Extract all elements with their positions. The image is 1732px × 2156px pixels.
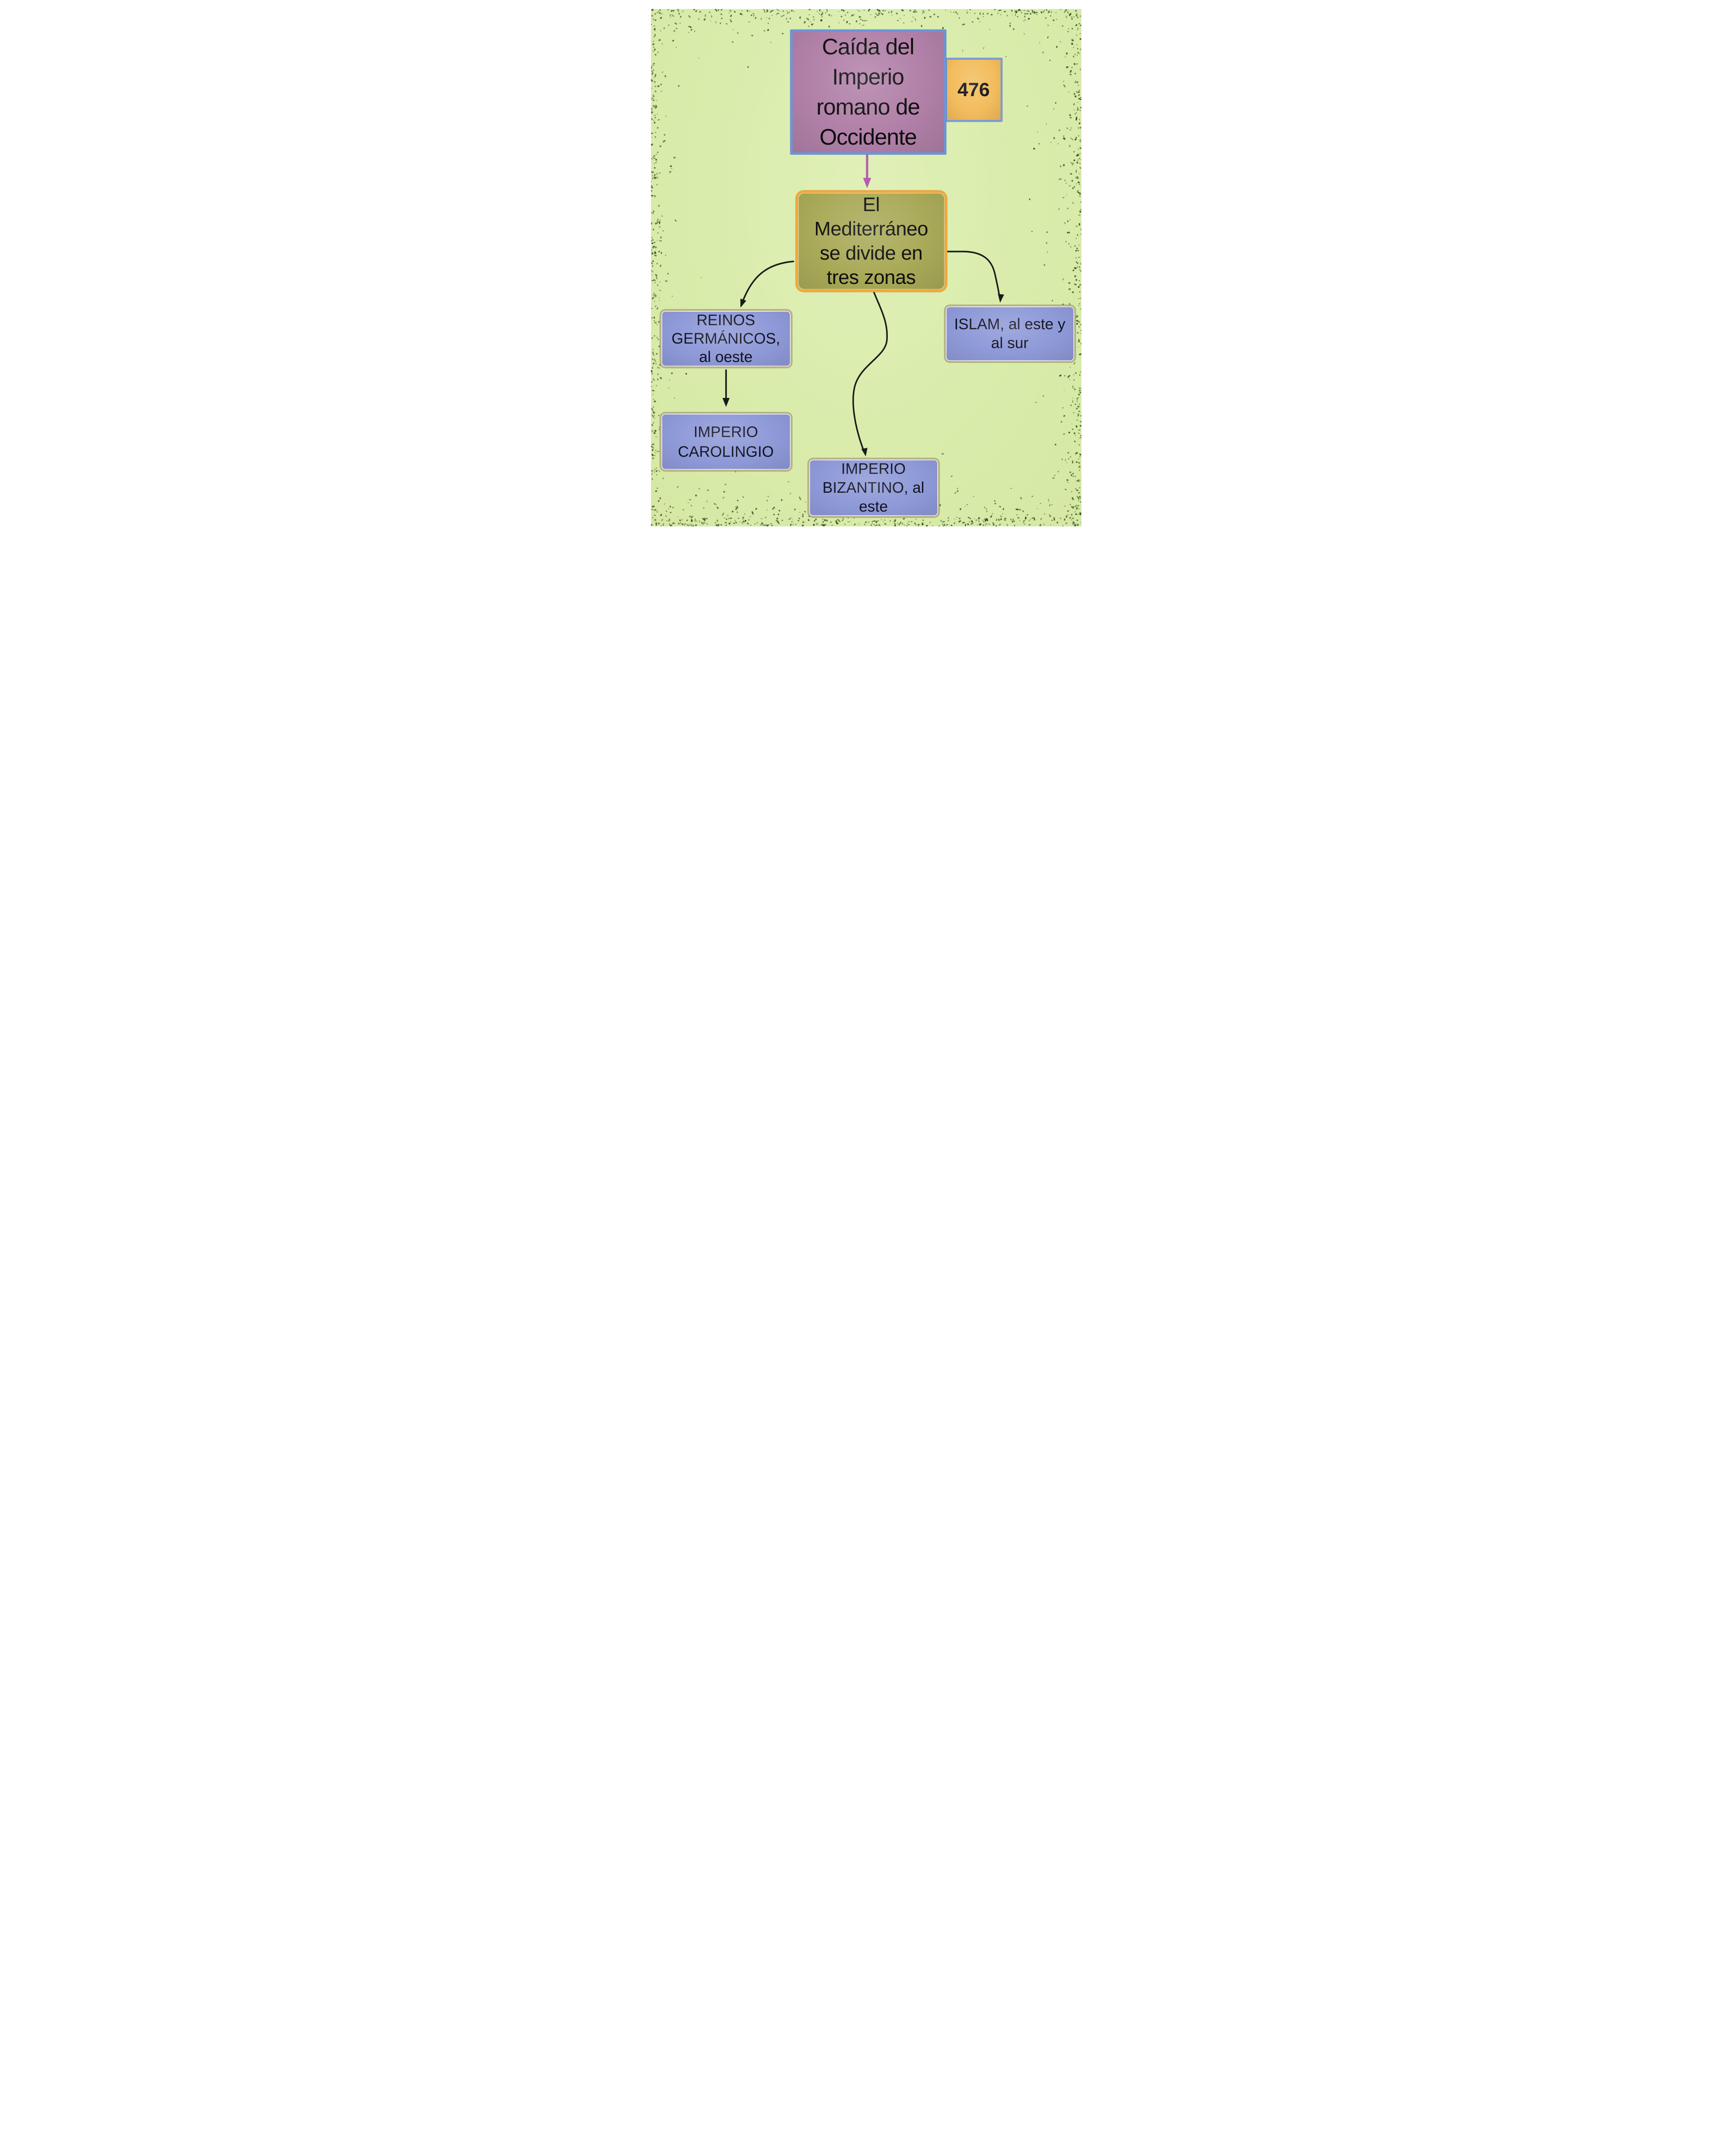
node-text-line: CAROLINGIO [678, 443, 774, 460]
node-reinos-germanicos[interactable]: REINOS GERMÁNICOS, al oeste [660, 309, 792, 368]
node-text-line: IMPERIO [841, 460, 906, 477]
node-text-line: Imperio [832, 64, 904, 89]
node-text-line: ISLAM, al este y [954, 316, 1066, 333]
node-text-line: GERMÁNICOS, [671, 330, 780, 347]
node-text-line: Caída del [822, 34, 914, 59]
node-text-line: tres zonas [827, 266, 916, 288]
node-text-line: este [859, 498, 888, 515]
node-text-line: al oeste [699, 348, 753, 366]
node-text-line: romano de [816, 94, 920, 119]
node-mediterraneo-tres-zonas[interactable]: El Mediterráneo se divide en tres zonas [795, 190, 947, 292]
node-text-line: 476 [957, 79, 990, 101]
node-text-line: BIZANTINO, al [822, 479, 925, 496]
node-text-line: Mediterráneo [814, 218, 928, 240]
node-caida-imperio-romano[interactable]: Caída del Imperio romano de Occidente [790, 30, 946, 155]
node-year-476[interactable]: 476 [945, 58, 1002, 122]
node-imperio-bizantino[interactable]: IMPERIO BIZANTINO, al este [807, 458, 939, 517]
node-text-line: El [862, 194, 880, 216]
concept-map-page: Caída del Imperio romano de Occidente 47… [649, 0, 1083, 539]
node-text-line: al sur [991, 335, 1029, 352]
node-text-line: REINOS [696, 311, 755, 329]
node-text-line: se divide en [819, 242, 923, 264]
node-islam[interactable]: ISLAM, al este y al sur [944, 305, 1076, 362]
node-imperio-carolingio[interactable]: IMPERIO CAROLINGIO [660, 412, 792, 471]
node-text-line: IMPERIO [693, 423, 758, 441]
node-text-line: Occidente [819, 124, 917, 150]
